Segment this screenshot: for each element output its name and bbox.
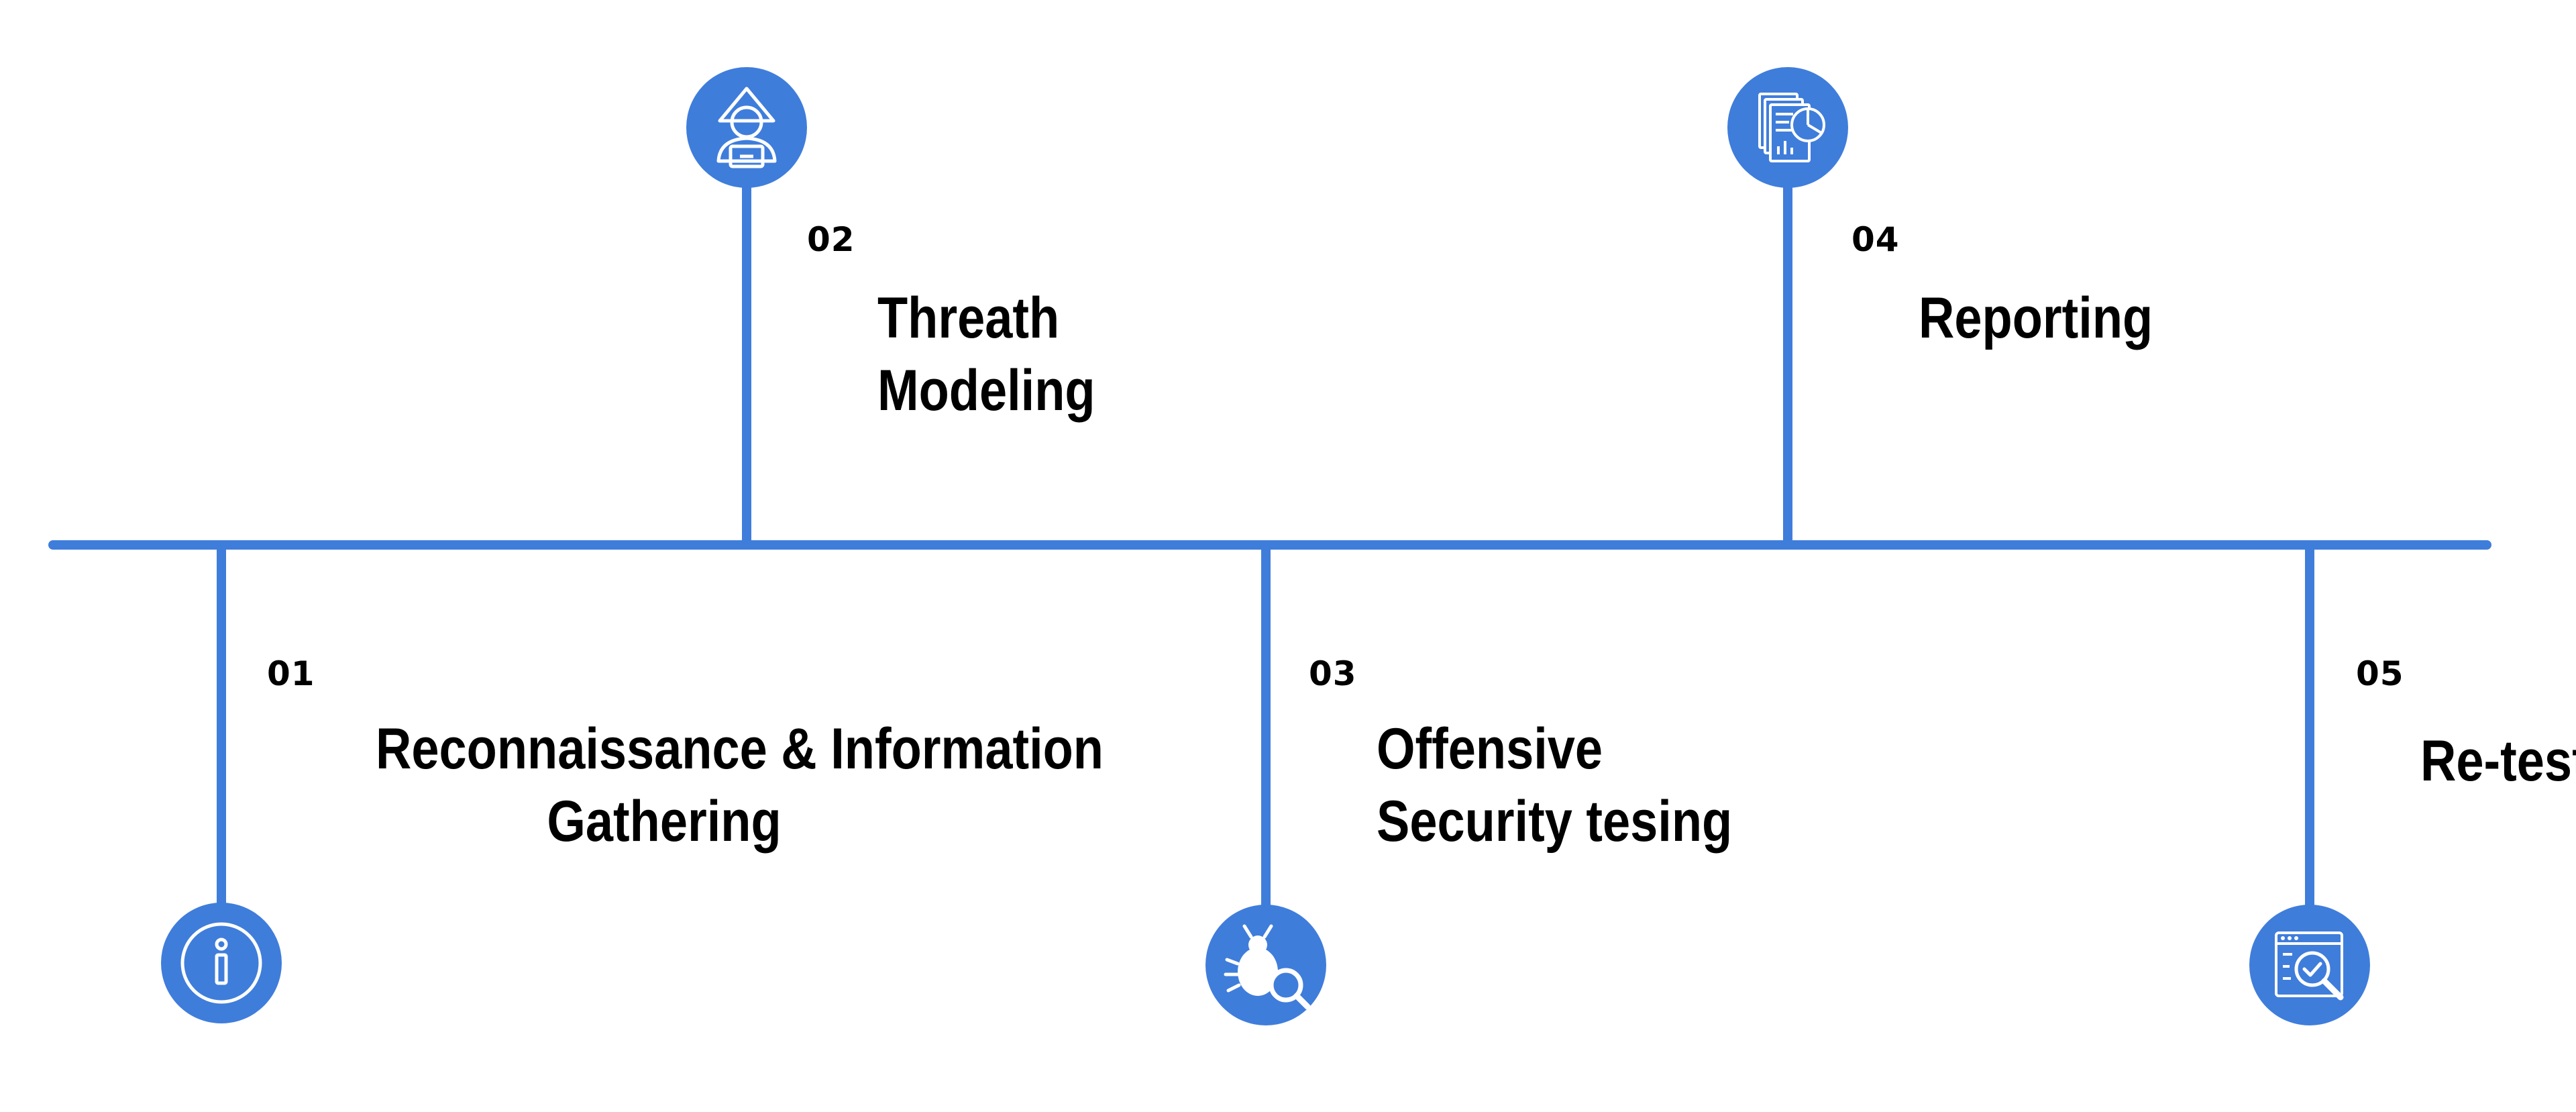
step-02-connector — [742, 181, 751, 545]
step-04-node — [1727, 67, 1848, 188]
step-03-label-line-2: Security tesing — [1377, 789, 1733, 854]
step-03-label-line-1: Offensive — [1377, 717, 1603, 781]
step-01-connector — [217, 545, 226, 907]
step-01-label-line-2: Gathering — [547, 789, 782, 854]
step-02-label: Threath Modeling — [877, 282, 1095, 427]
info-icon — [180, 922, 262, 1004]
hacker-icon — [716, 87, 777, 168]
step-03-number: 03 — [1309, 654, 1357, 693]
step-01-number: 01 — [267, 654, 315, 693]
step-04-label-line-1: Reporting — [1919, 286, 2153, 350]
step-02-node — [686, 67, 807, 188]
step-02-number: 02 — [807, 220, 855, 259]
step-05-number: 05 — [2356, 654, 2404, 693]
step-05-node — [2249, 905, 2370, 1025]
step-01-label: Reconnaissance & Information Gathering — [376, 713, 1104, 858]
step-04-label: Reporting — [1919, 282, 2153, 354]
step-04-number: 04 — [1851, 220, 1900, 259]
step-03-connector — [1261, 545, 1271, 911]
step-02-label-line-2: Modeling — [877, 358, 1095, 423]
step-01-label-line-1: Reconnaissance & Information — [376, 717, 1104, 781]
bug-search-icon — [1224, 924, 1311, 1010]
step-03-node — [1205, 905, 1326, 1025]
step-02-label-line-1: Threath — [877, 286, 1060, 350]
step-03-label: Offensive Security tesing — [1377, 713, 1732, 858]
browser-check-icon — [2275, 931, 2344, 1001]
step-05-connector — [2305, 545, 2314, 911]
step-01-node — [161, 903, 282, 1023]
step-04-connector — [1783, 181, 1792, 545]
step-05-label-line-1: Re-test — [2420, 729, 2576, 793]
report-documents-icon — [1758, 93, 1825, 162]
step-05-label: Re-test — [2420, 725, 2576, 797]
